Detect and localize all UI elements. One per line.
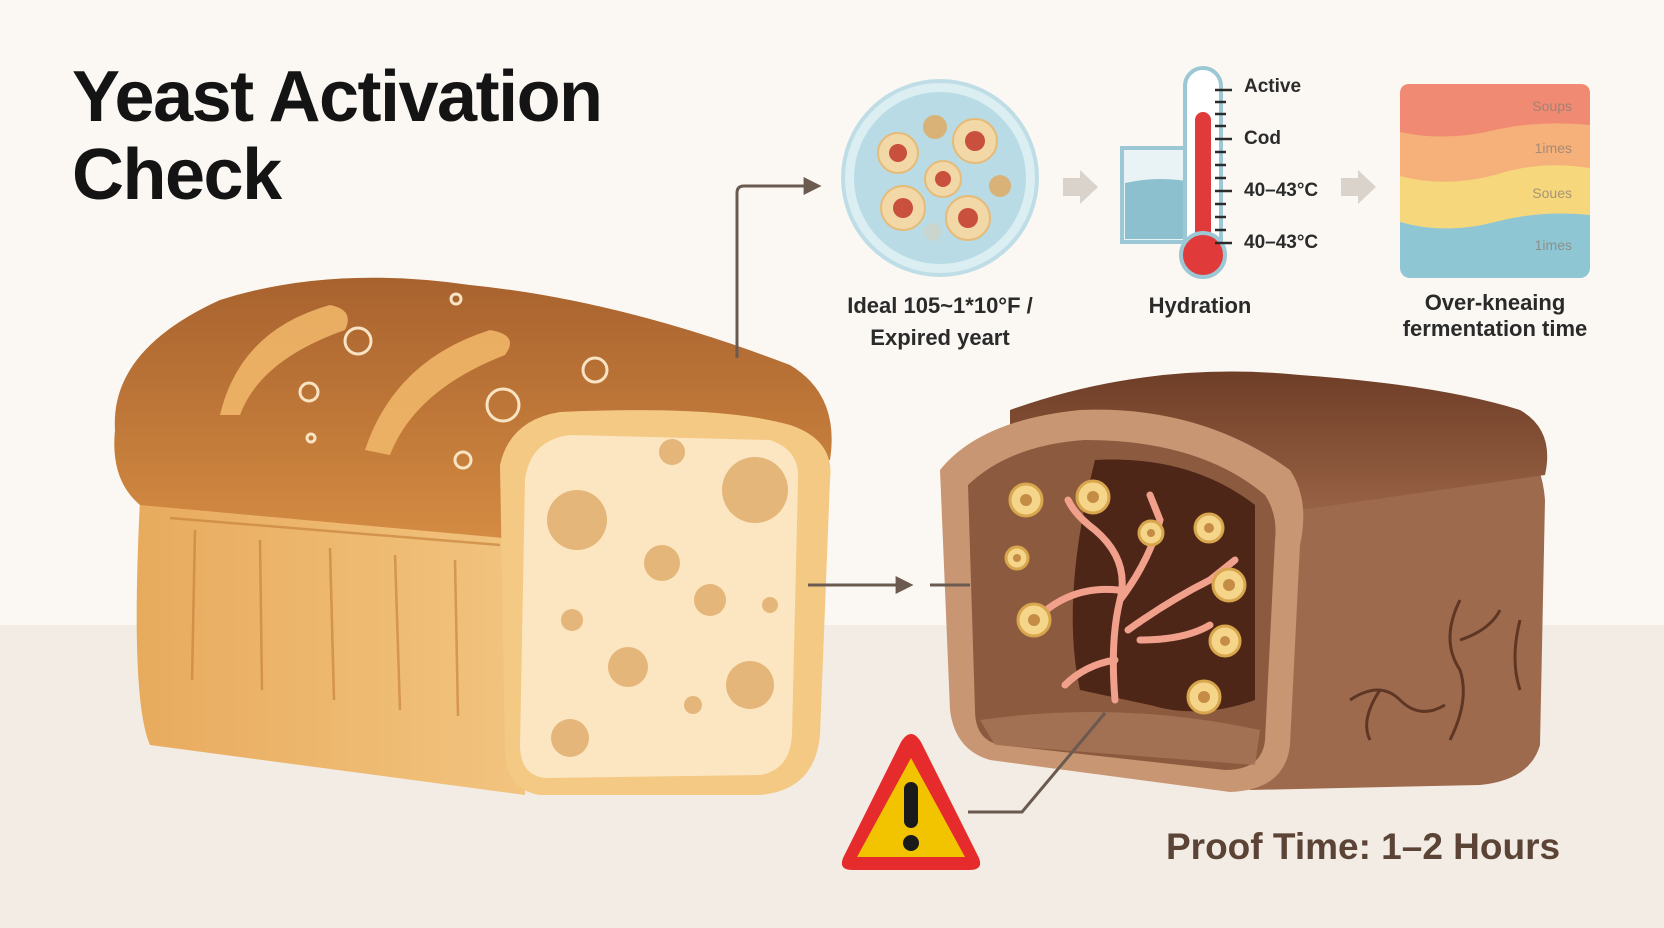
good-bread-loaf-icon (114, 277, 832, 795)
layer-label-1: Soups (1532, 98, 1572, 114)
layer-label-3: Soues (1532, 185, 1572, 201)
thermometer-water-icon (1120, 66, 1232, 279)
layer-label-2: 1imes (1534, 140, 1572, 156)
bad-loaf-cracks (1349, 599, 1522, 741)
step-arrow-icon-2 (1341, 170, 1376, 204)
good-loaf-bubbles (298, 292, 609, 470)
step-label-kneading: Over-kneaing fermentation time (1370, 290, 1620, 342)
step-label-hydration: Hydration (1110, 290, 1290, 322)
layer-label-4: 1imes (1534, 237, 1572, 253)
flow-arrows (735, 177, 1107, 814)
good-loaf-score-2 (365, 330, 510, 455)
step-label-yeast-line-2: Expired yeart (870, 325, 1010, 350)
step-label-yeast: Ideal 105~1*10°F / Expired yeart (800, 290, 1080, 354)
water-level (1125, 179, 1197, 239)
arrow-to-yeast-dish (735, 177, 822, 358)
thermo-mark-cod: Cod (1244, 128, 1281, 149)
thermo-mark-temp-2: 40–43°C (1244, 232, 1319, 253)
step-label-hydration-line-1: Hydration (1148, 293, 1252, 318)
layered-fermentation-icon (1400, 84, 1590, 278)
step-label-yeast-line-1: Ideal 105~1*10°F / (847, 293, 1033, 318)
thermometer-bulb (1179, 231, 1227, 279)
page-title: Yeast Activation Check (72, 57, 603, 215)
arrow-to-warning (968, 712, 1107, 814)
good-loaf-side-lines (169, 516, 501, 717)
good-loaf-air-holes (547, 439, 788, 757)
bad-loaf-yeast-spores (1004, 479, 1247, 715)
thermometer-mercury (1195, 112, 1211, 250)
proof-time-label: Proof Time: 1–2 Hours (1166, 826, 1561, 867)
bad-loaf-dense-base (980, 712, 1260, 765)
step-label-kneading-line-1: Over-kneaing (1424, 290, 1566, 315)
step-label-kneading-line-2: fermentation time (1402, 316, 1588, 341)
bad-loaf-mold-strands (1031, 491, 1239, 704)
good-loaf-score-1 (220, 305, 348, 415)
warning-triangle-icon (841, 734, 981, 870)
step-arrow-icon-1 (1063, 170, 1098, 204)
title-line-2: Check (72, 135, 282, 215)
title-line-1: Yeast Activation (72, 57, 603, 137)
thermo-mark-temp-1: 40–43°C (1244, 180, 1319, 201)
good-loaf-side (136, 500, 525, 795)
step-arrows (1063, 170, 1376, 204)
yeast-petri-dish-icon (841, 79, 1039, 277)
failed-bread-loaf-icon (940, 371, 1548, 792)
thermometer-ticks (1215, 88, 1232, 245)
thermo-mark-active: Active (1244, 76, 1302, 97)
